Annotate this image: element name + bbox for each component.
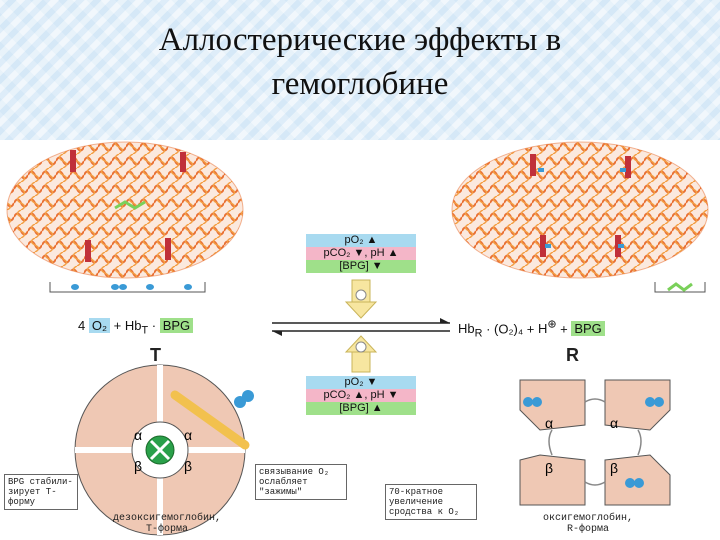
deoxy-caption-line-2: Т-форма (145, 524, 188, 535)
t-state-label: T (150, 345, 161, 365)
hb-r-subscript: R (474, 327, 483, 340)
oxy-schematic (519, 379, 671, 506)
proton-label: H⊕ (538, 319, 557, 337)
deoxy-alpha-left: α (134, 427, 143, 443)
title-line-2: гемоглобине (271, 66, 449, 102)
oxy-caption-line-1: оксигемоглобин, (542, 513, 633, 524)
condition-bpg-down: [BPG] ▼ (306, 260, 416, 273)
oxy-beta-right: β (610, 460, 619, 476)
plus-sign-3: + (560, 321, 568, 337)
bpg-left-label: BPG (159, 318, 194, 333)
plus-sign-2: + (526, 321, 535, 337)
condition-arrows (344, 279, 378, 373)
hb-t-subscript: T (141, 324, 149, 337)
oxy-structure-model (451, 141, 709, 279)
oxy-alpha-right: α (610, 415, 619, 431)
condition-pco2-ph-up: pCO₂ ▼, pH ▲ (306, 247, 416, 260)
plus-sign: + (113, 318, 122, 333)
condition-po2-down: pO₂ ▼ (306, 376, 416, 389)
proton-text: H (538, 321, 548, 337)
title-line-1: Аллостерические эффекты в (158, 22, 562, 58)
r-state-label: R (566, 345, 579, 365)
slide-title: Аллостерические эффекты в гемоглобине (0, 18, 720, 106)
note-affinity: 70-кратное увеличение сродства к O₂ (385, 484, 477, 520)
deoxy-caption-line-1: дезоксигемоглобин, (112, 513, 222, 524)
note-o2-binding: связывание O₂ ослабляет "зажимы" (255, 464, 347, 500)
deoxy-beta-right: β (184, 458, 193, 474)
condition-po2-up: pO₂ ▲ (306, 234, 416, 247)
hb-t-text: Hb (124, 318, 142, 333)
note-bpg-stabilizes: BPG стабили- зирует Т-форму (4, 474, 78, 510)
deoxy-bracket (49, 282, 206, 293)
oxygen-four-label: · (O₂)₄ (486, 321, 524, 337)
deoxy-beta-left: β (134, 458, 143, 474)
deoxy-caption: дезоксигемоглобин, Т-форма (92, 513, 242, 535)
oxy-caption-line-2: R-форма (566, 524, 609, 535)
proton-charge: ⊕ (547, 319, 557, 331)
oxygen-label: O₂ (88, 318, 111, 333)
oxy-caption: оксигемоглобин, R-форма (513, 513, 663, 535)
condition-bpg-up: [BPG] ▲ (306, 402, 416, 415)
hb-r-text: Hb (458, 321, 475, 337)
equilibrium-arrows (272, 318, 450, 336)
diagram-canvas (6, 141, 709, 536)
deoxy-structure-model (6, 141, 244, 279)
equation-left: 4 O₂ + HbT · BPG (78, 318, 194, 337)
dot-sign: · (151, 318, 157, 333)
title-background (0, 0, 720, 140)
deoxy-schematic (74, 364, 254, 536)
oxy-beta-left: β (545, 460, 554, 476)
conditions-deoxygenation: pO₂ ▼ pCO₂ ▲, pH ▼ [BPG] ▲ (306, 376, 416, 415)
oxygen-coefficient: 4 (78, 318, 86, 333)
oxy-bracket (654, 282, 706, 293)
deoxy-alpha-right: α (184, 427, 193, 443)
equation-right: HbR · (O₂)₄ + H⊕ + BPG (458, 318, 605, 340)
oxy-alpha-left: α (545, 415, 554, 431)
conditions-oxygenation: pO₂ ▲ pCO₂ ▼, pH ▲ [BPG] ▼ (306, 234, 416, 273)
hb-t-label: HbT (124, 318, 148, 337)
condition-pco2-ph-down: pCO₂ ▲, pH ▼ (306, 389, 416, 402)
hb-r-label: HbR (458, 321, 482, 340)
bpg-right-label: BPG (571, 321, 605, 337)
